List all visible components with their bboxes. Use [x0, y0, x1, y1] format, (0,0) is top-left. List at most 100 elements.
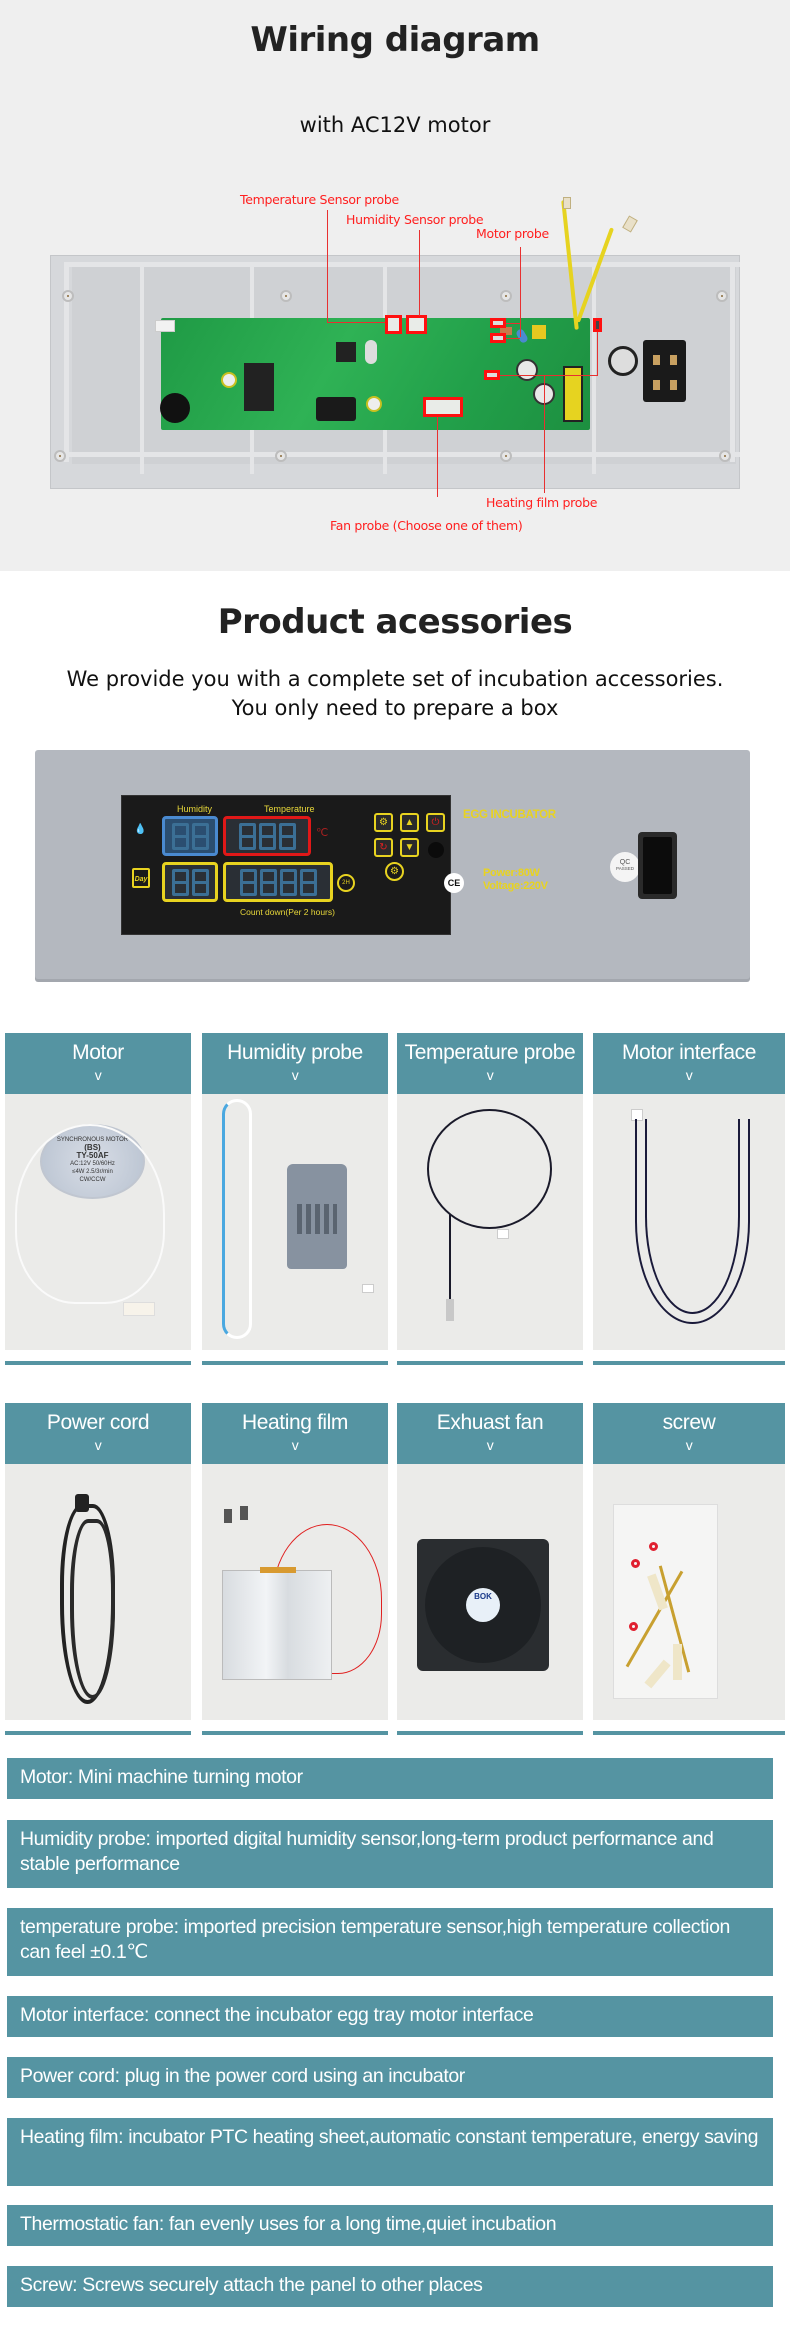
card-header: Humidity probe v — [202, 1033, 388, 1094]
desc-screw: Screw: Screws securely attach the panel … — [7, 2266, 773, 2307]
leader-line — [597, 332, 598, 376]
ce-mark: CE — [444, 873, 464, 893]
ic-chip — [244, 363, 274, 411]
card-humidity-probe: Humidity probe v — [202, 1033, 388, 1365]
chevron-down-icon: v — [685, 1067, 693, 1083]
probe-cable — [449, 1214, 451, 1304]
interface-wire — [645, 1119, 740, 1314]
power-socket — [643, 340, 686, 402]
card-divider — [5, 1361, 191, 1365]
motor-interface-photo — [593, 1094, 785, 1350]
motor-wire — [15, 1124, 165, 1304]
timer-2h-icon: 2H — [337, 874, 355, 892]
thermometer-icon: ℃ — [316, 827, 329, 839]
wiring-title: Wiring diagram — [250, 20, 540, 60]
sensor-vents — [297, 1204, 337, 1234]
rib — [64, 452, 740, 457]
subtitle-line: You only need to prepare a box — [231, 696, 559, 720]
turn-button[interactable]: ↻ — [374, 838, 393, 857]
qc-passed-sticker: QC PASSED — [610, 852, 640, 882]
leader-line — [506, 338, 520, 339]
probe-cable — [427, 1109, 552, 1229]
washer — [649, 1542, 658, 1551]
card-title: Heating film — [241, 1411, 349, 1434]
humidity-label: Humidity — [177, 804, 213, 814]
segment-digit — [171, 822, 189, 850]
humidity-display — [162, 816, 218, 856]
segment-digit — [191, 822, 209, 850]
label-humidity-sensor: Humidity Sensor probe — [346, 212, 484, 227]
temperature-connector-highlight — [385, 315, 402, 334]
leader-line — [327, 322, 385, 323]
capacitor — [516, 359, 538, 381]
power-rating: Power:80W — [483, 867, 540, 879]
up-button[interactable]: ▲ — [400, 813, 419, 832]
ptc-element — [260, 1567, 296, 1573]
wiring-subtitle: with AC12V motor — [299, 113, 491, 137]
motor-plug — [123, 1302, 155, 1316]
card-header: screw v — [593, 1403, 785, 1464]
card-title: Humidity probe — [227, 1041, 363, 1064]
down-button[interactable]: ▼ — [400, 838, 419, 857]
capacitor — [221, 372, 237, 388]
socket-pin — [653, 355, 660, 365]
crystal — [365, 340, 377, 364]
mount-peg — [500, 450, 512, 462]
buzzer — [160, 393, 190, 423]
mount-peg — [719, 450, 731, 462]
motor-photo: SYNCHRONOUS MOTOR (BS) TY-50AF AC:12V 50… — [5, 1094, 191, 1350]
wire-terminal — [224, 1509, 232, 1523]
chevron-down-icon: v — [94, 1437, 102, 1453]
screw-photo — [593, 1464, 785, 1720]
chevron-down-icon: v — [685, 1437, 693, 1453]
desc-thermostatic-fan: Thermostatic fan: fan evenly uses for a … — [7, 2205, 773, 2246]
rib — [64, 262, 69, 462]
chevron-down-icon: v — [291, 1067, 299, 1083]
mount-peg — [500, 290, 512, 302]
sensor-window — [428, 842, 444, 858]
gear-icon: ⚙ — [385, 862, 404, 881]
socket-pin — [653, 380, 660, 390]
countdown-display — [223, 862, 333, 902]
card-title: screw — [662, 1411, 716, 1434]
power-button[interactable]: ⏻ — [426, 813, 445, 832]
segment-digit — [278, 822, 296, 850]
card-title: Motor — [72, 1041, 124, 1064]
ic-chip — [336, 342, 356, 362]
power-cord-photo — [5, 1464, 191, 1720]
accessories-title: Product acessories — [217, 602, 573, 642]
cord-plug — [75, 1494, 89, 1512]
leader-line — [419, 230, 420, 316]
ac-power-inlet — [638, 832, 677, 899]
socket-pin — [670, 380, 677, 390]
humidity-probe-photo — [202, 1094, 388, 1350]
transformer — [563, 366, 583, 422]
heating-film-photo — [202, 1464, 388, 1720]
rib — [64, 262, 740, 267]
mount-peg — [716, 290, 728, 302]
qc-passed-text: PASSED — [616, 866, 634, 871]
card-motor: Motor v SYNCHRONOUS MOTOR (BS) TY-50AF AC… — [5, 1033, 191, 1365]
card-divider — [397, 1361, 583, 1365]
card-divider — [397, 1731, 583, 1735]
settings-button[interactable]: ⚙ — [374, 813, 393, 832]
resistor — [500, 327, 512, 335]
connector — [155, 320, 175, 332]
desc-motor: Motor: Mini machine turning motor — [7, 1758, 773, 1799]
humidity-drop-icon: 💧 — [134, 824, 147, 835]
chevron-down-icon: v — [94, 1067, 102, 1083]
segment-digit — [258, 822, 276, 850]
interface-wire — [635, 1119, 750, 1324]
lcd-display: Humidity Temperature 💧 ℃ Day Count down(… — [121, 795, 451, 935]
probe-connector — [497, 1229, 509, 1239]
day-calendar-icon: Day — [132, 868, 150, 888]
label-temperature-sensor: Temperature Sensor probe — [240, 192, 399, 207]
segment-digit — [299, 868, 317, 896]
desc-humidity-probe: Humidity probe: imported digital humidit… — [7, 1820, 773, 1888]
